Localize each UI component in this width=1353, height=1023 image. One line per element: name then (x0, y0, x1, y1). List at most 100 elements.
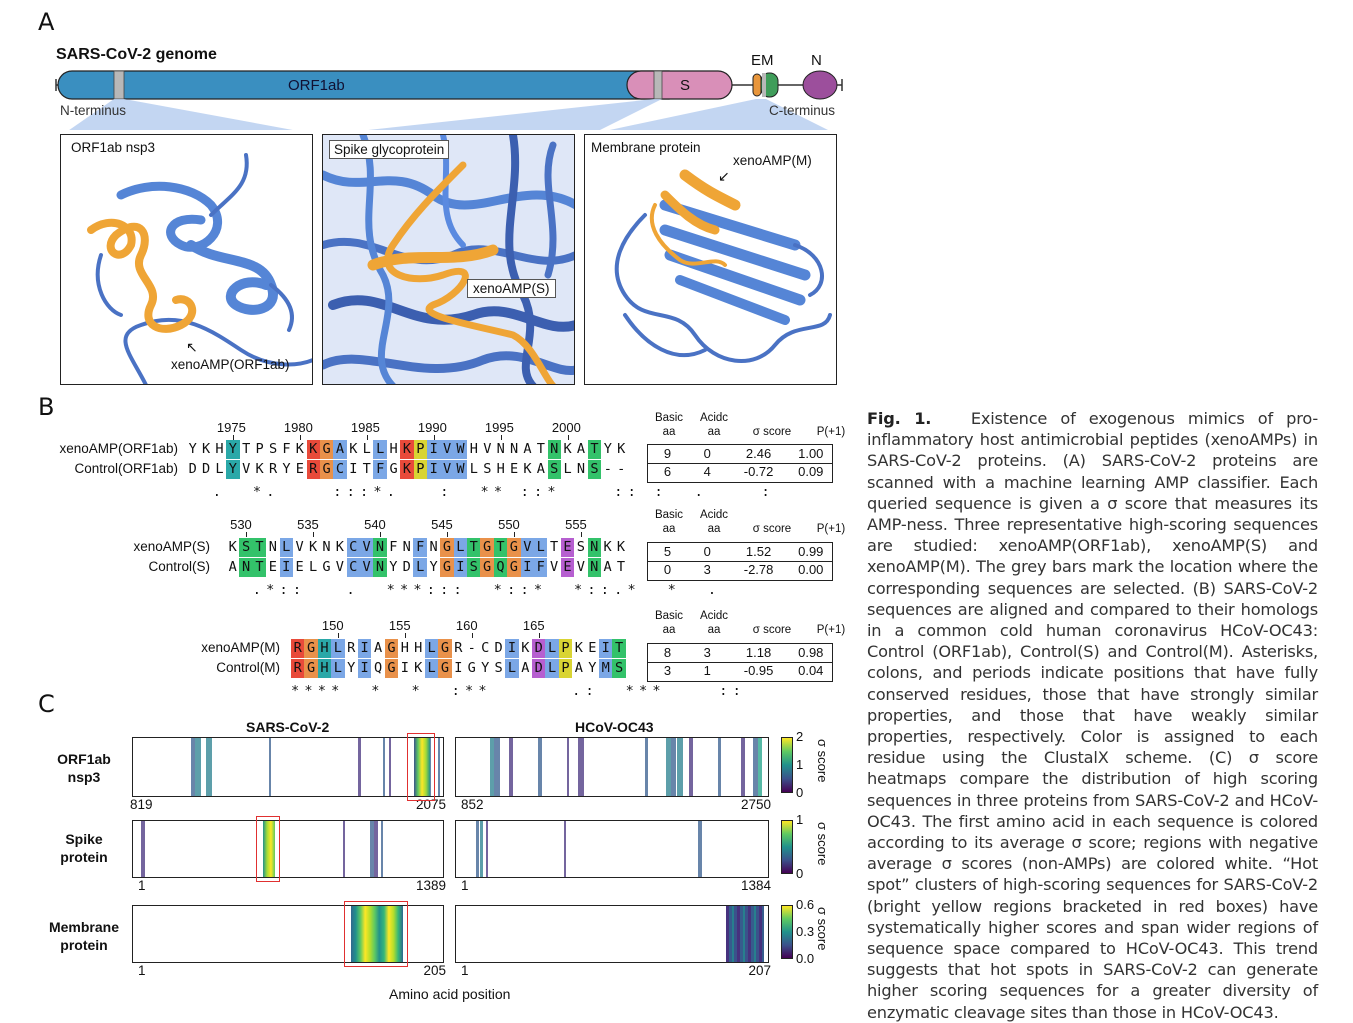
residue: G (440, 538, 454, 557)
stat-header: P(+1) (816, 426, 846, 438)
s-segment (626, 70, 733, 100)
residue: V (359, 538, 374, 557)
residue: I (453, 558, 468, 577)
residue: R (291, 639, 305, 658)
colorbar-tick: 0 (796, 785, 804, 800)
structure-spike: Spike glycoprotein xenoAMP(S) (322, 134, 575, 385)
residue: H (414, 640, 423, 656)
caption-fig-label: Fig. 1. (867, 409, 932, 428)
residue: N (268, 539, 277, 555)
hotspot-box (256, 816, 280, 882)
heatmap-axis-max: 2750 (740, 797, 771, 812)
residue: K (521, 640, 530, 656)
alignment-tick-label: 160 (455, 618, 478, 633)
residue: K (228, 539, 237, 555)
structure-title-spike: Spike glycoprotein (329, 140, 450, 159)
structure-label-membrane: xenoAMP(M) (733, 153, 812, 168)
residue: I (349, 461, 358, 477)
colorbar-title: σ score (815, 907, 830, 951)
heatmap-band (343, 821, 345, 877)
heatmap-band (726, 906, 764, 962)
residue: N (322, 539, 331, 555)
residue: F (389, 539, 398, 555)
stat-cell: 0 (663, 562, 672, 577)
stat-header: P(+1) (816, 624, 846, 636)
residue: A (521, 660, 530, 676)
stat-cell: 1.00 (798, 446, 824, 461)
residue: - (603, 461, 612, 477)
heatmap-band (564, 821, 566, 877)
residue: H (389, 441, 398, 457)
residue: L (453, 538, 468, 557)
colorbar-tick: 0.3 (796, 924, 815, 939)
heatmap-band (538, 738, 542, 796)
residue: S (494, 660, 503, 676)
residue: V (483, 441, 492, 457)
heatmap-sars (132, 905, 444, 963)
residue: Y (603, 441, 612, 457)
alignment-tick-label: 540 (364, 517, 386, 532)
residue: L (563, 461, 572, 477)
protein-ribbon-spike (323, 135, 574, 384)
residue: S (547, 460, 561, 479)
residue: S (268, 441, 278, 457)
residue: K (616, 539, 626, 555)
residue: Y (226, 440, 240, 459)
alignment-tick-mark (337, 633, 339, 638)
stat-cell: -0.95 (743, 663, 774, 678)
colorbar (781, 905, 793, 959)
residue: C (333, 460, 347, 479)
alignment-seq-name: Control(ORF1ab) (74, 461, 178, 476)
protein-ribbon-orf1ab (87, 153, 312, 384)
stat-cell: 9 (663, 446, 672, 461)
c-terminus-label: C-terminus (769, 103, 836, 118)
heatmap-band (389, 738, 391, 796)
residue: V (335, 559, 344, 575)
e-segment (752, 73, 762, 97)
residue: G (440, 558, 454, 577)
heatmap-axis-max: 207 (748, 963, 771, 978)
alignment-tick-label: 545 (431, 517, 453, 532)
residue: V (440, 440, 454, 459)
residue: G (304, 659, 318, 678)
residue: K (617, 441, 626, 457)
residue: A (576, 441, 586, 457)
heatmap-row-label: Membrane protein (48, 919, 120, 953)
residue: T (252, 558, 267, 577)
stat-cell: 0.09 (798, 464, 824, 479)
residue: N (509, 441, 519, 457)
residue: F (282, 441, 291, 457)
colorbar (781, 737, 793, 793)
heatmap-band (383, 738, 385, 796)
residue: Y (481, 660, 490, 676)
conservation-symbols: .*:: . ***::: *::* *::.* * . (226, 582, 722, 598)
structure-label-orf1ab: xenoAMP(ORF1ab) (171, 357, 290, 372)
residue: I (279, 558, 293, 577)
residue: G (438, 639, 452, 658)
n-terminus-label: N-terminus (60, 103, 127, 118)
residue: A (603, 559, 612, 575)
residue: R (306, 460, 320, 479)
stat-cell: 0.99 (798, 544, 824, 559)
residue: D (201, 461, 211, 477)
residue: K (523, 461, 532, 477)
residue: L (362, 441, 371, 457)
heatmap-band (480, 821, 483, 877)
residue: K (414, 660, 423, 676)
residue: S (483, 461, 492, 477)
residue: E (509, 461, 519, 477)
residue: G (319, 460, 334, 479)
panel-label-a: A (38, 8, 55, 36)
structure-label-spike: xenoAMP(S) (467, 279, 556, 298)
stat-cell: 5 (663, 544, 672, 559)
heatmap-hcov (455, 905, 769, 963)
arrow-icon: ↖ (186, 339, 198, 355)
residue: N (402, 539, 411, 555)
